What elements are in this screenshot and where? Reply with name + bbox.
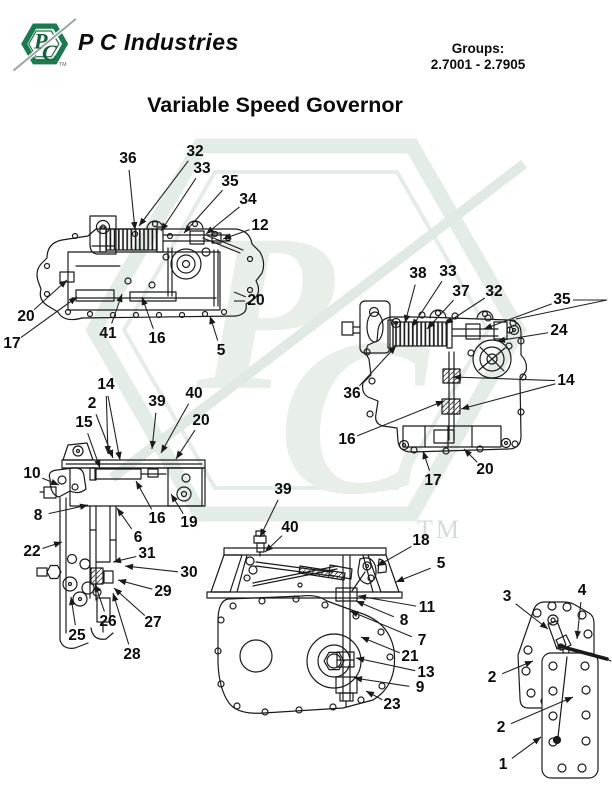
callout-36: 36 (119, 150, 137, 167)
callout-28: 28 (123, 646, 141, 663)
callout-20: 20 (247, 292, 265, 309)
callout-35: 35 (553, 291, 571, 308)
logo-trademark: TM (59, 62, 67, 68)
callout-20: 20 (17, 308, 35, 325)
callout-23: 23 (383, 696, 401, 713)
callout-39: 39 (274, 481, 292, 498)
callout-15: 15 (75, 414, 93, 431)
groups-block: Groups: 2.7001 - 2.7905 (431, 41, 526, 73)
callout-8: 8 (399, 612, 409, 629)
callout-32: 32 (186, 143, 204, 160)
callout-19: 19 (180, 514, 198, 531)
callout-38: 38 (409, 265, 427, 282)
callout-9: 9 (415, 679, 425, 696)
callout-20: 20 (476, 461, 494, 478)
logo-letter-p: P (33, 28, 48, 53)
callout-3: 3 (502, 588, 512, 605)
callout-34: 34 (239, 191, 257, 208)
callout-16: 16 (148, 330, 166, 347)
callout-40: 40 (185, 385, 203, 402)
callout-21: 21 (401, 648, 419, 665)
callout-17: 17 (3, 335, 21, 352)
callout-2: 2 (87, 395, 97, 412)
callout-4: 4 (577, 582, 587, 599)
logo-letter-c: C (42, 40, 58, 65)
callout-2: 2 (487, 669, 497, 686)
callout-37: 37 (452, 283, 470, 300)
callout-18: 18 (412, 532, 430, 549)
callout-26: 26 (99, 613, 117, 630)
company-logo: P C TM (12, 17, 78, 73)
callout-14: 14 (97, 376, 115, 393)
callout-20: 20 (192, 412, 210, 429)
callout-22: 22 (23, 543, 41, 560)
callout-2: 2 (496, 719, 506, 736)
callout-16: 16 (148, 510, 166, 527)
callout-25: 25 (68, 627, 86, 644)
callout-27: 27 (144, 614, 162, 631)
callout-6: 6 (133, 529, 143, 546)
callout-36: 36 (343, 385, 361, 402)
callout-30: 30 (180, 564, 198, 581)
company-name: P C Industries (78, 29, 239, 55)
callout-16: 16 (338, 431, 356, 448)
callout-1: 1 (498, 756, 508, 773)
callout-41: 41 (99, 325, 117, 342)
callout-12: 12 (251, 217, 269, 234)
callout-5: 5 (216, 342, 226, 359)
callout-33: 33 (439, 263, 457, 280)
callout-39: 39 (148, 393, 166, 410)
callout-10: 10 (23, 465, 41, 482)
callout-17: 17 (424, 472, 442, 489)
callout-40: 40 (281, 519, 299, 536)
callout-31: 31 (138, 545, 156, 562)
logo-slash (12, 18, 77, 72)
callout-24: 24 (550, 322, 568, 339)
watermark-trademark: TM (417, 515, 462, 544)
callout-8: 8 (33, 507, 43, 524)
groups-label: Groups: (451, 41, 505, 56)
page-title: Variable Speed Governor (147, 93, 403, 117)
callout-11: 11 (418, 599, 436, 616)
callout-14: 14 (557, 372, 575, 389)
callout-5: 5 (436, 555, 446, 572)
callout-32: 32 (485, 283, 503, 300)
callout-13: 13 (417, 664, 435, 681)
callout-7: 7 (417, 632, 427, 649)
callout-29: 29 (154, 583, 172, 600)
groups-range: 2.7001 - 2.7905 (430, 57, 526, 72)
callout-35: 35 (221, 173, 239, 190)
callout-33: 33 (193, 160, 211, 177)
